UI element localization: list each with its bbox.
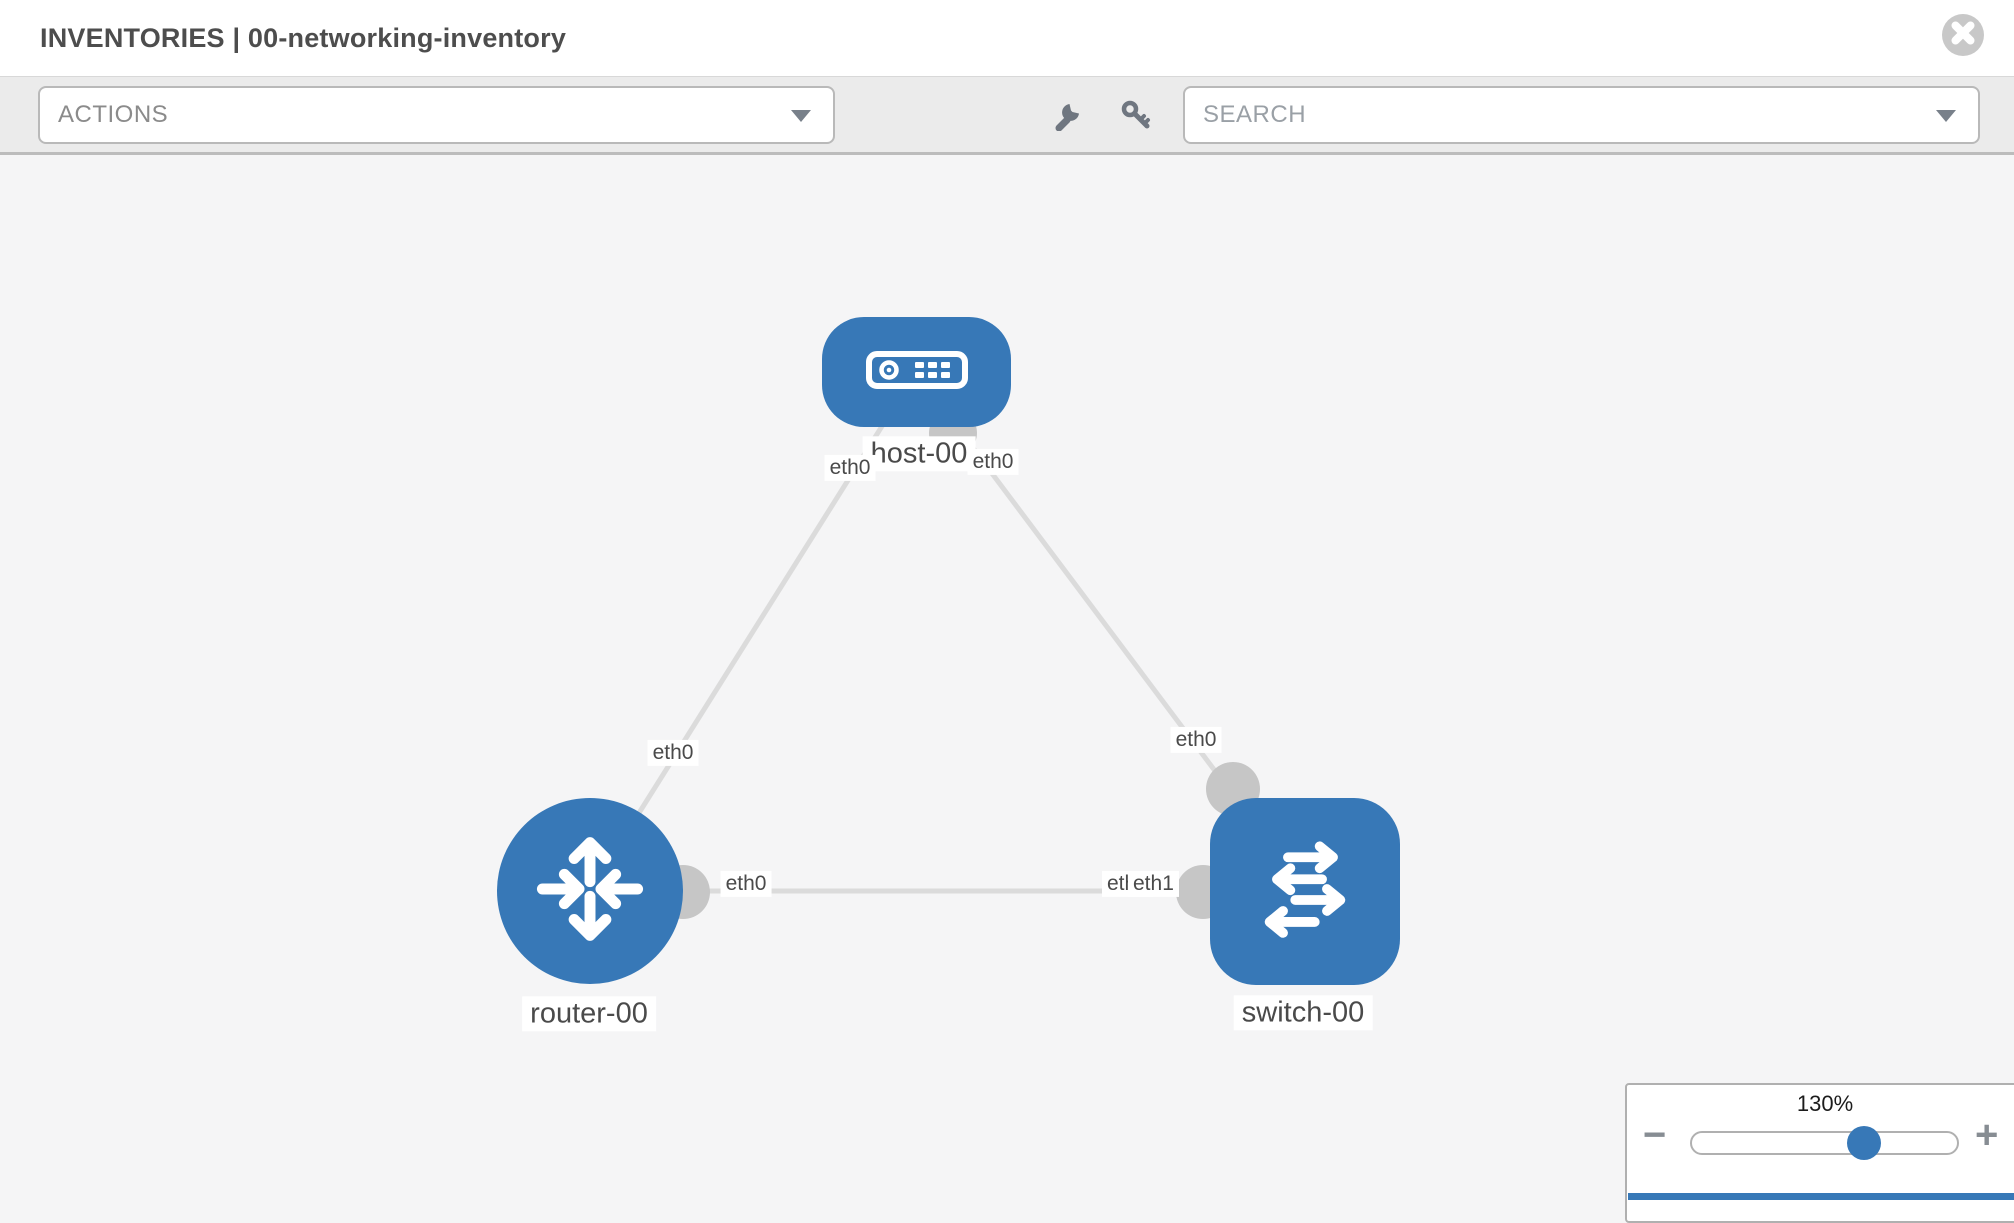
node-label-router: router-00 [522, 996, 656, 1032]
node-switch[interactable] [1210, 798, 1400, 985]
panel-edge [1628, 1193, 2014, 1200]
page-header: INVENTORIES | 00-networking-inventory [0, 0, 2014, 76]
zoom-level-label: 130% [1796, 1091, 1854, 1116]
interface-label: eth1 [1128, 870, 1179, 898]
search-dropdown[interactable]: SEARCH [1183, 86, 1980, 144]
interface-label: eth0 [824, 454, 876, 482]
actions-dropdown[interactable]: ACTIONS [38, 86, 835, 144]
wrench-button[interactable] [1052, 99, 1084, 132]
page-title: INVENTORIES | 00-networking-inventory [40, 22, 567, 53]
interface-label: eth0 [967, 448, 1019, 476]
chevron-down-icon [1936, 110, 1956, 122]
search-input[interactable]: SEARCH [1203, 101, 1307, 128]
interface-label: eth0 [720, 870, 772, 898]
router-icon [529, 828, 651, 955]
interface-label: eth0 [647, 739, 699, 767]
key-icon [1120, 100, 1152, 135]
host-icon [865, 350, 969, 395]
zoom-slider-track[interactable] [1690, 1131, 1959, 1155]
topology-canvas[interactable]: host-00 router-00 switch-00 eth0 eth0 et… [0, 156, 2014, 1223]
wrench-icon [1052, 104, 1084, 135]
node-label-host: host-00 [862, 436, 976, 472]
zoom-in-button[interactable]: + [1975, 1113, 1999, 1157]
key-button[interactable] [1120, 99, 1152, 131]
zoom-out-button[interactable]: − [1643, 1113, 1667, 1157]
switch-icon [1244, 828, 1366, 955]
actions-dropdown-label: ACTIONS [58, 101, 169, 128]
zoom-panel: 130% − + [1625, 1083, 2014, 1223]
toolbar: ACTIONS SEARCH [0, 76, 2014, 155]
close-button[interactable] [1942, 14, 1984, 56]
interface-label: eth0 [1170, 726, 1222, 754]
node-label-switch: switch-00 [1233, 995, 1373, 1031]
node-host[interactable] [822, 317, 1011, 427]
chevron-down-icon [791, 110, 811, 122]
zoom-slider-handle[interactable] [1847, 1126, 1881, 1160]
node-router[interactable] [497, 798, 683, 984]
close-icon [1942, 12, 1984, 59]
